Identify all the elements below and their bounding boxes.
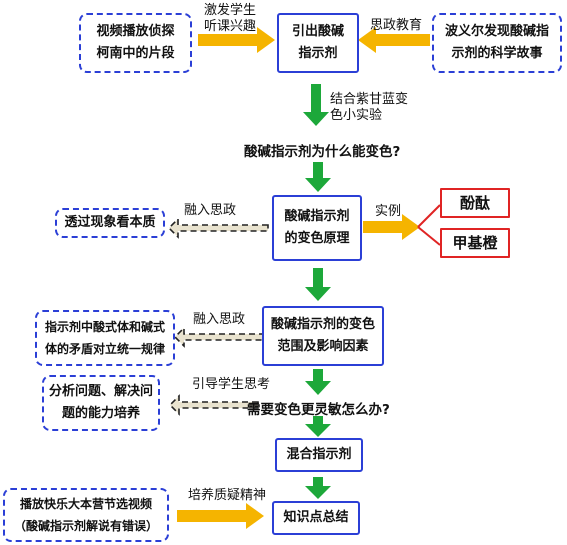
arrow-green-2	[305, 162, 331, 192]
arrow-orange-ideology	[358, 27, 430, 53]
label-example: 实例	[375, 204, 402, 219]
arrow-dashed-integrate1	[167, 217, 269, 239]
label-integrate1: 融入思政	[184, 203, 237, 218]
summary-box: 知识点总结	[272, 501, 360, 535]
label-questioning: 培养质疑精神	[188, 488, 267, 503]
label-integrate2: 融入思政	[193, 312, 246, 327]
label-interest: 激发学生听课兴趣	[204, 3, 257, 34]
mixed-indicator-box: 混合指示剂	[275, 438, 363, 472]
arrow-dashed-guide	[168, 394, 259, 416]
question-sensitive: 需要变色更灵敏怎么办?	[247, 402, 390, 418]
question-why: 酸碱指示剂为什么能变色?	[244, 144, 401, 160]
contradiction-box: 指示剂中酸式体和碱式体的矛盾对立统一规律	[35, 310, 175, 366]
arrow-green-3	[305, 268, 331, 301]
label-cabbage: 结合紫甘蓝变色小实验	[330, 92, 409, 123]
arrow-orange-example	[363, 214, 420, 240]
label-guide: 引导学生思考	[192, 377, 271, 392]
arrow-green-cabbage	[303, 84, 329, 126]
arrow-dashed-integrate2	[173, 326, 266, 348]
video-case-box: 视频播放侦探柯南中的片段	[79, 13, 192, 73]
methyl-orange-box: 甲基橙	[440, 228, 510, 258]
boyle-story-box: 波义尔发现酸碱指示剂的科学故事	[432, 13, 562, 73]
phenolphthalein-box: 酚酞	[440, 188, 510, 218]
arrow-green-4	[305, 369, 331, 395]
arrow-orange-interest	[198, 27, 275, 53]
intro-indicator-box: 引出酸碱指示剂	[277, 13, 359, 73]
arrow-green-5	[305, 416, 331, 437]
essence-box: 透过现象看本质	[55, 208, 165, 238]
label-ideology: 思政教育	[370, 18, 423, 33]
arrow-orange-questioning	[177, 503, 264, 529]
arrow-green-6	[305, 477, 331, 499]
range-box: 酸碱指示剂的变色范围及影响因素	[262, 306, 384, 366]
ability-box: 分析问题、解决问题的能力培养	[42, 375, 160, 431]
principle-box: 酸碱指示剂的变色原理	[272, 195, 362, 261]
kuaile-video-box: 播放快乐大本营节选视频（酸碱指示剂解说有错误）	[3, 488, 169, 542]
